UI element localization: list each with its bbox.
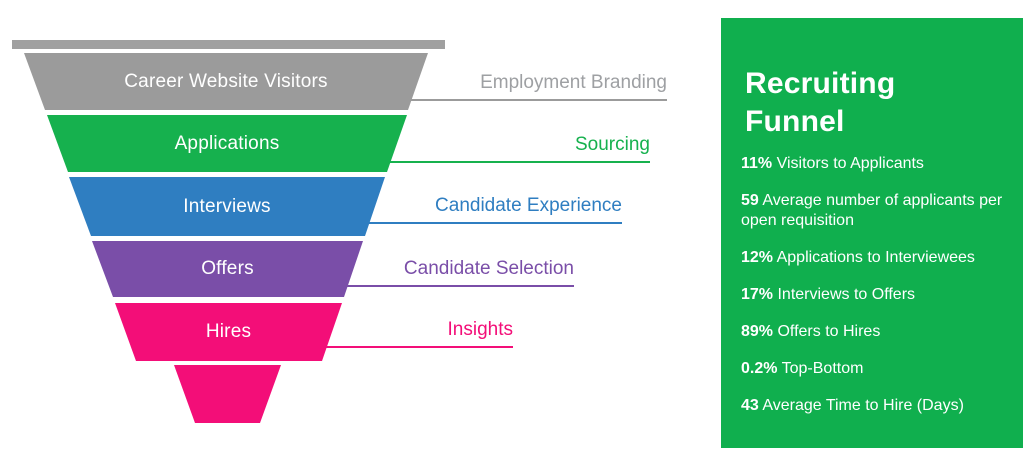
- stage-label: Applications: [174, 132, 280, 154]
- stat-text: Offers to Hires: [777, 323, 881, 340]
- connector-line: [390, 161, 650, 163]
- stat-text: Visitors to Applicants: [776, 155, 924, 172]
- connector-line: [326, 346, 513, 348]
- tag-candidate-experience: Candidate Experience: [435, 195, 622, 216]
- stage-label: Offers: [201, 258, 254, 279]
- connector-line: [410, 99, 667, 101]
- funnel-stage-career-website-visitors: Career Website Visitors: [24, 53, 428, 110]
- funnel-top-bar: [12, 40, 445, 49]
- funnel-spout: [174, 365, 281, 423]
- tag-candidate-selection: Candidate Selection: [403, 258, 574, 279]
- stat-text: Average Time to Hire (Days): [762, 397, 964, 414]
- stat-visitors-to-applicants: 11% Visitors to Applicants: [741, 154, 1005, 174]
- funnel-stage-interviews: Interviews: [69, 177, 385, 236]
- stage-label: Interviews: [183, 195, 271, 217]
- stat-text: Average number of applicants per open re…: [741, 192, 1003, 229]
- tag-sourcing: Sourcing: [575, 134, 650, 155]
- funnel-stage-hires: Hires: [115, 303, 342, 361]
- stage-label: Career Website Visitors: [124, 70, 328, 92]
- info-panel: Recruiting Funnel 11% Visitors to Applic…: [721, 18, 1023, 448]
- stat-value: 0.2%: [741, 360, 778, 377]
- stat-value: 17%: [741, 286, 774, 303]
- connector-line: [347, 285, 574, 287]
- tag-insights: Insights: [447, 319, 513, 340]
- stat-interviews-to-offers: 17% Interviews to Offers: [741, 285, 1005, 305]
- stat-avg-applicants: 59 Average number of applicants per open…: [741, 191, 1005, 231]
- stat-value: 11%: [741, 155, 773, 172]
- stat-text: Interviews to Offers: [777, 286, 916, 303]
- stat-top-bottom: 0.2% Top-Bottom: [741, 359, 1005, 379]
- stat-value: 59: [741, 192, 759, 209]
- connector-line: [369, 222, 622, 224]
- stat-text: Applications to Interviewees: [776, 249, 975, 266]
- funnel-stage-offers: Offers: [92, 241, 363, 297]
- panel-stats: 11% Visitors to Applicants 59 Average nu…: [741, 154, 1005, 433]
- stat-offers-to-hires: 89% Offers to Hires: [741, 322, 1005, 342]
- tag-employment-branding: Employment Branding: [480, 72, 667, 93]
- funnel-stage-applications: Applications: [47, 115, 407, 172]
- stat-value: 89%: [741, 323, 774, 340]
- stat-value: 12%: [741, 249, 774, 266]
- stat-avg-time-to-hire: 43 Average Time to Hire (Days): [741, 396, 1005, 416]
- stat-value: 43: [741, 397, 759, 414]
- stat-applications-to-interviewees: 12% Applications to Interviewees: [741, 248, 1005, 268]
- stat-text: Top-Bottom: [781, 360, 864, 377]
- stage-label: Hires: [205, 321, 252, 342]
- panel-title: Recruiting Funnel: [745, 67, 896, 139]
